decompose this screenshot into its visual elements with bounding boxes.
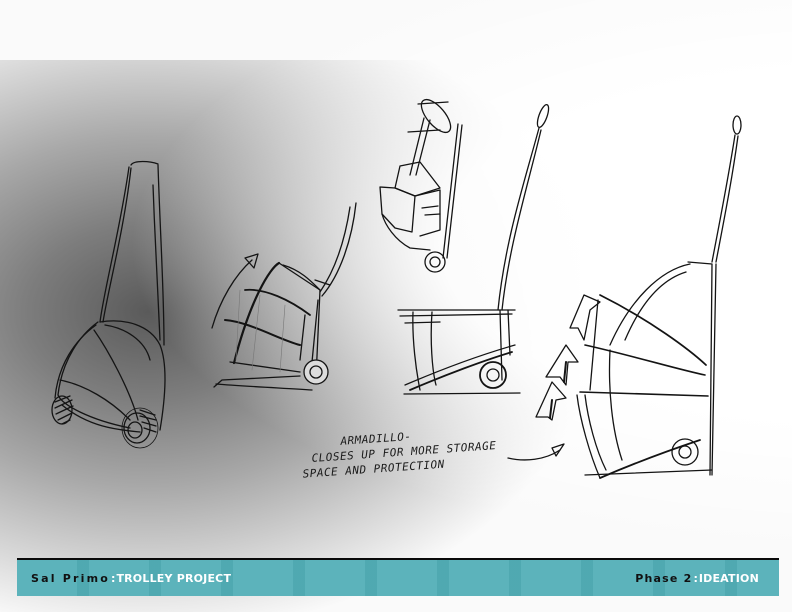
author-name: Sal Primo [31, 571, 111, 585]
sketch-segmented-shell [211, 202, 357, 391]
footer-rule [17, 558, 779, 560]
project-name: TROLLEY PROJECT [116, 571, 232, 585]
phase-name: IDEATION [698, 571, 759, 585]
phase-separator: : [693, 571, 698, 585]
phase-label: Phase 2 [635, 571, 693, 585]
footer-banner: Sal Primo : TROLLEY PROJECT Phase 2 : ID… [17, 560, 779, 596]
footer-title: Sal Primo : TROLLEY PROJECT [31, 572, 231, 585]
footer-phase: Phase 2 : IDEATION [635, 572, 759, 585]
sketch-stacked-box [379, 98, 463, 273]
title-separator: : [111, 571, 116, 585]
sketch-armadillo-side [51, 160, 166, 449]
sketch-tall-handle [397, 103, 550, 395]
sketch-expanded-armadillo [507, 115, 742, 479]
